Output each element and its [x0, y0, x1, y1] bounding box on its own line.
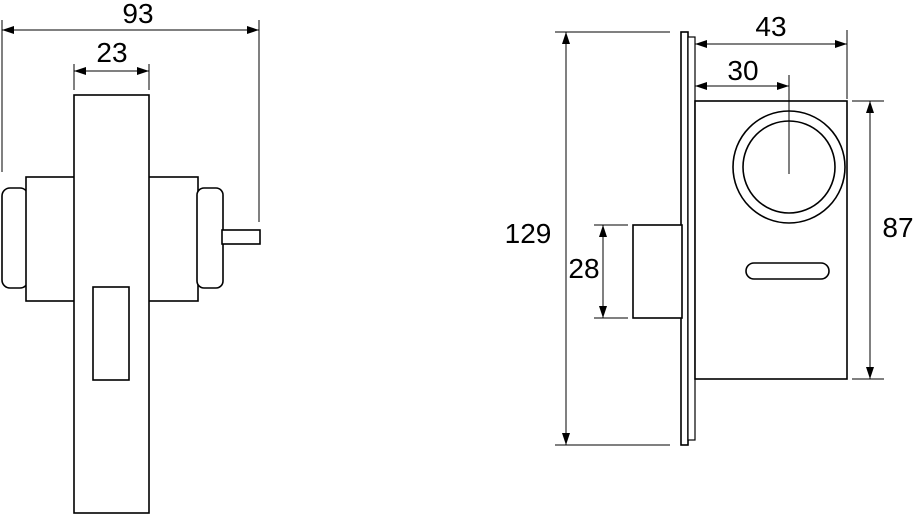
dimension-label-30: 30	[727, 55, 758, 86]
dimension-cylinder-height: 28	[568, 224, 628, 319]
side-cylinder-block	[632, 224, 683, 319]
dimension-depth: 43	[695, 11, 848, 99]
right-knob	[196, 187, 224, 289]
side-face-plate-inner	[687, 36, 696, 441]
dimension-label-23: 23	[96, 37, 127, 68]
dimension-label-93: 93	[122, 0, 153, 29]
side-view: 43 30 129 87 28	[505, 11, 914, 446]
left-knob	[1, 187, 29, 289]
dimension-plate-width: 23	[73, 37, 150, 90]
front-view: 93 23	[1, 0, 261, 514]
dimension-label-43: 43	[755, 11, 786, 42]
dimension-total-height: 129	[505, 31, 670, 446]
dimension-box-height: 87	[852, 100, 914, 380]
key-slot	[745, 262, 830, 280]
dimension-label-129: 129	[505, 218, 552, 249]
latch-opening	[92, 286, 130, 381]
dimension-overall-width: 93	[1, 0, 260, 222]
dimension-label-87: 87	[882, 212, 913, 243]
dimension-label-28: 28	[568, 253, 599, 284]
dimension-center-offset: 30	[695, 55, 789, 90]
spindle	[221, 229, 261, 245]
